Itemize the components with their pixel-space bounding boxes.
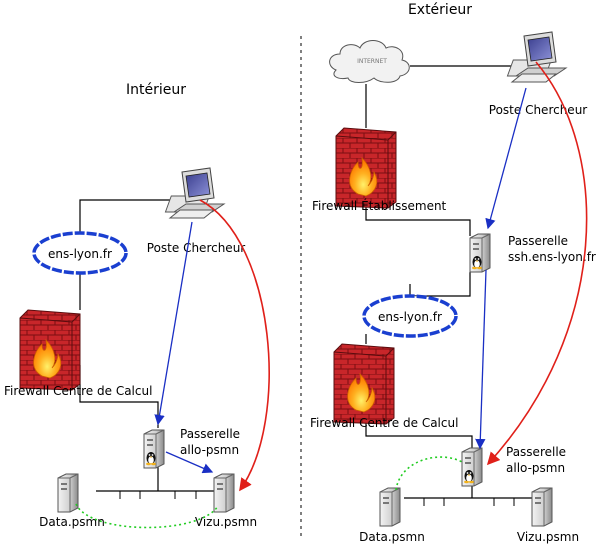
data-vizu-link-interior: [75, 503, 219, 529]
ssh-arrow-interior: [154, 221, 193, 426]
link-ens-to-poste: [79, 199, 182, 234]
firewall-interior: [19, 309, 81, 391]
data-label-interior: Data.psmn: [39, 515, 105, 529]
passerelle-to-vizu-arrow-interior: [165, 451, 214, 474]
data-label-exterior: Data.psmn: [359, 530, 425, 544]
data-passerelle-link-exterior: [395, 456, 463, 491]
passerelle-ssh-label2: ssh.ens-lyon.fr: [508, 250, 596, 264]
network-ring-exterior: ens-lyon.fr: [362, 294, 458, 338]
vizu-server-interior: [213, 473, 235, 513]
lan-bus-ticks-exterior: [423, 498, 515, 506]
poste-label-interior: Poste Chercheur: [147, 241, 246, 255]
exterior-title: Extérieur: [408, 2, 472, 18]
vizu-label-interior: Vizu.psmn: [195, 515, 257, 529]
firewall-calcul-exterior: [333, 343, 395, 425]
passerelle-ssh-label1: Passerelle: [508, 234, 568, 248]
firewall-label-interior: Firewall Centre de Calcul: [4, 384, 152, 398]
lan-bus-ticks-interior: [119, 491, 197, 499]
firewall-calc-label-exterior: Firewall Centre de Calcul: [310, 416, 458, 430]
interior-title: Intérieur: [126, 82, 186, 98]
link-firewall-to-passerelle-ext: [365, 414, 473, 448]
network-label-exterior: ens-lyon.fr: [378, 310, 442, 324]
workstation-exterior: [506, 31, 567, 83]
link-firewall-to-ssh: [365, 198, 471, 236]
link-ssh-to-ens: [409, 272, 471, 297]
passerelle-label2-interior: allo-psmn: [180, 443, 239, 457]
poste-label-exterior: Poste Chercheur: [489, 103, 588, 117]
network-ring-interior: ens-lyon.fr: [32, 231, 128, 275]
display-arrow-interior: [199, 199, 270, 492]
data-server-interior: [57, 473, 79, 513]
internet-cloud: INTERNET: [329, 40, 410, 83]
passerelle-label1-interior: Passerelle: [180, 427, 240, 441]
data-server-exterior: [379, 487, 401, 527]
internet-label: INTERNET: [357, 58, 387, 65]
ssh-arrow-exterior-2: [475, 269, 487, 450]
firewall-etab-label: Firewall Établissement: [312, 198, 447, 213]
passerelle-label2-exterior: allo-psmn: [506, 461, 565, 475]
network-label-interior: ens-lyon.fr: [48, 247, 112, 261]
display-arrow-exterior: [486, 61, 588, 466]
firewall-etablissement: [335, 127, 397, 209]
ssh-arrow-exterior-1: [485, 87, 527, 230]
vizu-label-exterior: Vizu.psmn: [517, 530, 579, 544]
vizu-server-exterior: [531, 487, 553, 527]
passerelle-label1-exterior: Passerelle: [506, 445, 566, 459]
